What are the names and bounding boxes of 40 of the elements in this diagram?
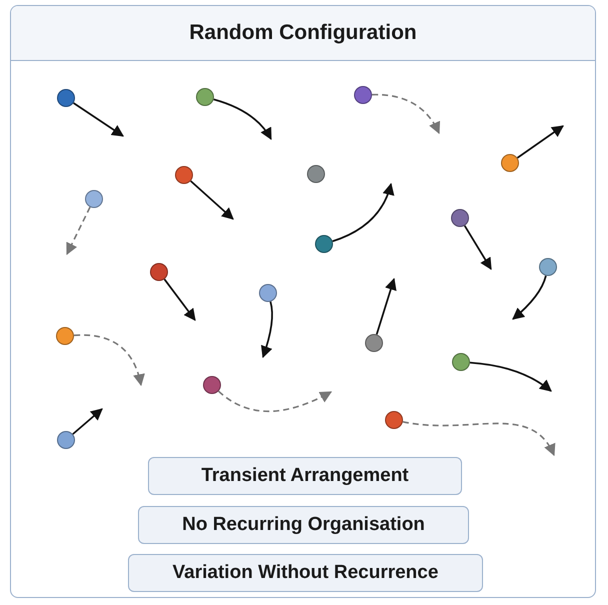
statement-label: No Recurring Organisation [138,506,469,544]
dashed-arrow [218,390,332,412]
particle-dot [354,86,372,104]
particle-dot [57,89,75,107]
arrow [72,408,103,435]
arrow [164,278,196,321]
arrow [470,362,552,392]
statement-label: Transient Arrangement [148,457,462,495]
particle-dot [501,154,519,172]
particle-dot [365,334,383,352]
particle-dot [196,88,214,106]
dashed-arrow [402,421,555,456]
arrow [512,276,547,320]
arrow [332,182,394,242]
dashed-arrow [372,94,440,134]
particle-dot [452,353,470,371]
particle-dot [175,166,193,184]
particle-dot [307,165,325,183]
arrow [73,102,124,137]
arrow [376,278,396,335]
diagram-panel [10,5,596,598]
particle-dot [150,263,168,281]
particle-dot [451,209,469,227]
particle-dot [315,235,333,253]
dashed-arrow [66,206,91,256]
particle-dot [203,376,221,394]
particle-dot [539,258,557,276]
dashed-arrow [74,334,144,386]
arrow [260,301,273,358]
arrow [190,180,234,220]
arrow [213,98,272,140]
particle-dot [259,284,277,302]
particle-dot [56,327,74,345]
panel-title: Random Configuration [11,6,595,61]
particle-dot [85,190,103,208]
statement-label: Variation Without Recurrence [128,554,483,592]
arrow [464,225,492,270]
particle-dot [385,411,403,429]
particle-dot [57,431,75,449]
arrow [516,125,564,159]
